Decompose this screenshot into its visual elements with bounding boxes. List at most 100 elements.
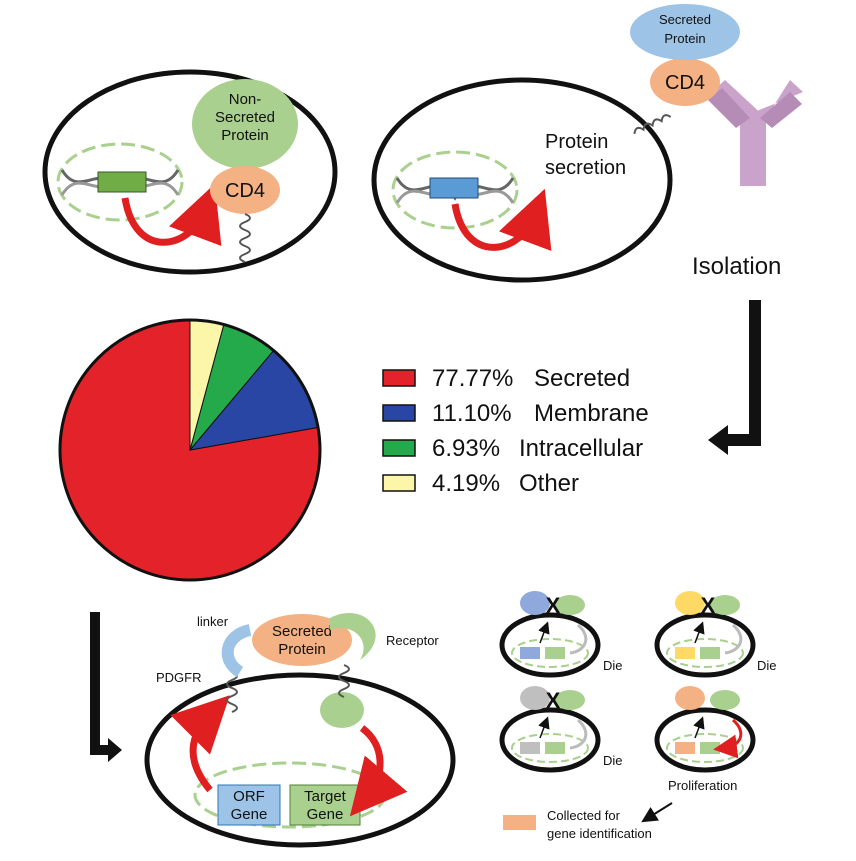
mini-receptor	[710, 595, 740, 615]
legend-percent-secreted: 77.77%	[432, 365, 513, 392]
cd4-label-right: CD4	[665, 72, 705, 94]
mini-secreted-protein	[675, 591, 705, 615]
pie-legend: 77.77%Secreted11.10%Membrane6.93%Intrace…	[382, 365, 649, 497]
nonsecreted-label-1: Non-	[229, 91, 262, 108]
legend-label-other: Other	[519, 470, 579, 497]
mini-orf-block	[520, 647, 540, 659]
gene-block-green	[97, 171, 147, 193]
down-arrow-head	[108, 738, 122, 762]
expression-arrow	[451, 188, 552, 252]
cell-membrane	[42, 69, 338, 275]
collected-pointer	[641, 802, 673, 823]
legend-swatch-membrane	[382, 404, 416, 422]
pie-outline	[58, 318, 322, 582]
mini-signal-arrow	[569, 623, 588, 655]
mini-orf-block	[675, 742, 695, 754]
target-label-1: Target	[304, 788, 347, 805]
mini-secretion-arrow	[538, 621, 550, 644]
cell-secreting: Protein secretion	[371, 77, 673, 283]
fused-secreted-label-1: Secreted	[272, 623, 332, 640]
cell-nonsecreted: Non- Secreted Protein CD4	[42, 69, 338, 275]
mini-cell-orange	[654, 686, 756, 773]
receptor-intracellular	[320, 692, 364, 728]
gene-block-blue	[429, 177, 479, 199]
secreted-protein	[630, 4, 740, 60]
cell-membrane	[371, 77, 673, 283]
mini-target-block	[700, 647, 720, 659]
orf-label-2: Gene	[231, 806, 268, 823]
collected-swatch	[503, 815, 536, 830]
pdgfr-coil-icon	[226, 671, 238, 713]
mini-cell-yellow: X	[654, 591, 756, 678]
nonsecreted-label-3: Protein	[221, 127, 269, 144]
selection-screen: X X X	[499, 591, 756, 773]
down-arrow-shaft	[90, 612, 115, 755]
receptor-coil-icon	[338, 664, 350, 698]
mini-orf-block	[675, 647, 695, 659]
mini-secreted-protein	[520, 591, 550, 615]
x-mark-icon: X	[546, 688, 561, 713]
mini-signal-arrow	[569, 718, 588, 750]
mini-secretion-arrow	[538, 716, 550, 739]
mini-nucleus	[666, 733, 744, 763]
isolation-arrow-head	[708, 425, 728, 455]
mini-orf-block	[520, 742, 540, 754]
mini-cell-blue: X	[499, 591, 601, 678]
mini-target-block	[545, 647, 565, 659]
secretion-caption-2: secretion	[545, 157, 626, 179]
mini-secreted-protein	[675, 686, 705, 710]
mini-signal-arrow	[724, 623, 743, 655]
mini-nucleus	[511, 638, 589, 668]
mini-secretion-arrow	[693, 621, 705, 644]
legend-label-intracellular: Intracellular	[519, 435, 643, 462]
cd4-anchor	[210, 166, 280, 214]
antibody-icon	[708, 80, 803, 186]
transmembrane-coil-icon	[239, 213, 251, 263]
linker-shape	[221, 624, 252, 678]
mini-receptor	[555, 595, 585, 615]
coil-icon	[633, 114, 672, 135]
mini-nucleus	[666, 638, 744, 668]
die-label-2: Die	[757, 658, 777, 673]
fused-secreted-label-2: Protein	[278, 641, 326, 658]
die-label-1: Die	[603, 658, 623, 673]
cd4-anchor	[650, 58, 720, 106]
mini-cell-membrane	[499, 612, 601, 678]
mini-cell-membrane	[499, 707, 601, 773]
legend-percent-intracellular: 6.93%	[432, 435, 500, 462]
cd4-label-left: CD4	[225, 180, 265, 202]
legend-label-secreted: Secreted	[534, 365, 630, 392]
receptor-label: Receptor	[386, 633, 439, 648]
target-label-2: Gene	[307, 806, 344, 823]
legend-label-membrane: Membrane	[534, 400, 649, 427]
secreted-label-1: Secreted	[659, 12, 711, 27]
legend-swatch-secreted	[382, 369, 416, 387]
proliferation-label: Proliferation	[668, 778, 737, 793]
pdgfr-label: PDGFR	[156, 670, 202, 685]
linker-label: linker	[197, 614, 229, 629]
receptor-extracellular	[330, 613, 376, 660]
mini-receptor	[710, 690, 740, 710]
mini-signal-arrow	[713, 718, 743, 759]
secreted-protein-fused	[252, 614, 352, 666]
isolation-label: Isolation	[692, 253, 781, 280]
legend-swatch-intracellular	[382, 439, 416, 457]
expression-arrow	[121, 183, 222, 247]
nucleus-dashed-ring	[56, 142, 184, 222]
mini-receptor	[555, 690, 585, 710]
mini-secretion-arrow	[693, 716, 705, 739]
collected-label-1: Collected for	[547, 808, 621, 823]
pie-chart	[58, 318, 322, 582]
secretion-caption-1: Protein	[545, 131, 608, 153]
mini-target-block	[545, 742, 565, 754]
nonsecreted-label-2: Secreted	[215, 109, 275, 126]
x-mark-icon: X	[546, 593, 561, 618]
isolation-arrow-shaft	[718, 300, 761, 446]
display-cell: ORF Gene Target Gene	[144, 672, 456, 848]
orf-label-1: ORF	[233, 788, 265, 805]
secreted-label-2: Protein	[664, 31, 705, 46]
legend-swatch-other	[382, 474, 416, 492]
antibody-complex: CD4 Secreted Protein	[630, 4, 803, 186]
